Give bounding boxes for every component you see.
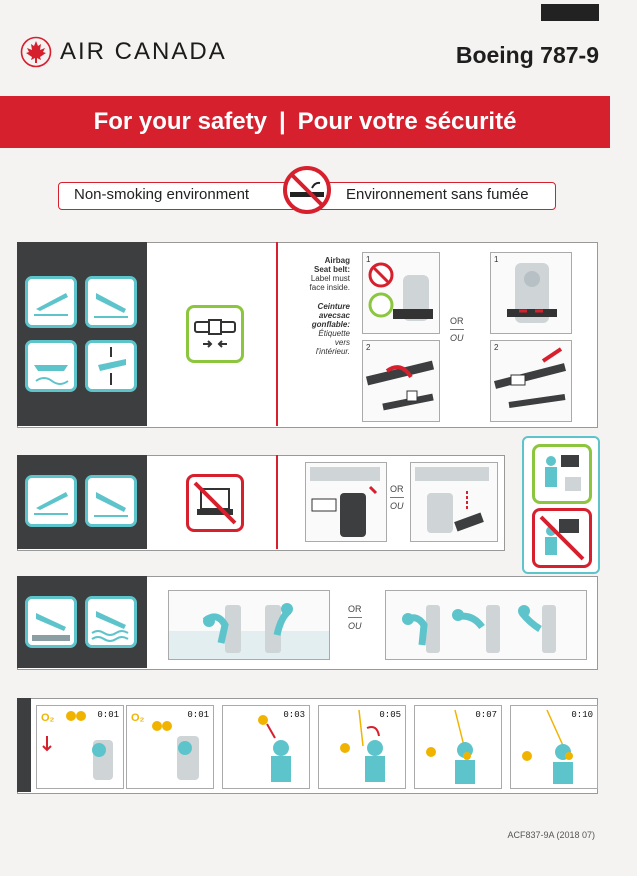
brace-position-illustration-2	[385, 590, 587, 660]
oxygen-frame-1: O₂ 0:01	[36, 705, 124, 789]
divider-line	[276, 242, 278, 426]
divider-line	[276, 455, 278, 549]
taxi-phase-panel	[17, 455, 147, 549]
airbag-text: gonflable:	[311, 320, 350, 329]
document-code: ACF837-9A (2018 07)	[507, 830, 595, 840]
brace-position-illustration-1	[168, 590, 330, 660]
no-smoking-en: Non-smoking environment	[74, 186, 250, 203]
banner-divider: |	[278, 108, 286, 135]
airbag-text: vers	[334, 338, 350, 347]
time-stamp: 0:01	[187, 710, 209, 720]
banner-title-fr: Pour votre sécurité	[297, 108, 517, 135]
airbag-text: Seat belt:	[313, 265, 350, 274]
cruise-icon	[25, 340, 77, 392]
landing-icon	[85, 276, 137, 328]
prohibited-device-icon	[532, 508, 592, 568]
no-smoking-icon	[283, 166, 331, 214]
oxygen-frame-5: 0:07	[414, 705, 502, 789]
flight-phase-panel	[17, 242, 147, 426]
or-separator: OR OU	[450, 316, 464, 343]
brand: AIR CANADA	[20, 36, 227, 68]
standard-belt-step-1: 1	[490, 252, 572, 334]
airbag-text: Étiquette	[318, 329, 350, 338]
no-smoking-fr: Environnement sans fumée	[346, 186, 529, 203]
or-separator: OR OU	[390, 484, 404, 511]
aircraft-model: Boeing 787-9	[455, 42, 599, 68]
airbag-text: Ceinture	[317, 302, 350, 311]
overhead-stow-illustration	[305, 462, 387, 542]
airbag-step-2-illustration: 2	[362, 340, 440, 422]
time-stamp: 0:01	[97, 710, 119, 720]
or-text-fr: OU	[348, 621, 362, 631]
o2-label: O₂	[131, 712, 145, 724]
oxygen-side-bar	[17, 698, 31, 792]
airbag-label-en: Airbag Seat belt: Label must face inside…	[300, 256, 350, 292]
airbag-text: Airbag	[324, 256, 350, 265]
airbag-label-fr: Ceinture avecsac gonflable: Étiquette ve…	[300, 302, 350, 356]
oxygen-frame-6: 0:10	[510, 705, 598, 789]
oxygen-frame-2: O₂ 0:01	[126, 705, 214, 789]
safety-banner: For your safety | Pour votre sécurité	[0, 96, 610, 148]
or-rule	[450, 329, 464, 330]
emergency-phase-panel	[17, 576, 147, 668]
step-number: 1	[494, 255, 499, 264]
landing-icon	[85, 475, 137, 527]
airbag-text: face inside.	[309, 283, 350, 292]
corner-tab	[541, 4, 599, 21]
or-text-fr: OU	[390, 501, 404, 511]
under-seat-stow-illustration	[410, 462, 498, 542]
airbag-text: l'intérieur.	[315, 347, 350, 356]
no-laptop-icon	[186, 474, 244, 532]
takeoff-icon	[25, 475, 77, 527]
takeoff-icon	[25, 276, 77, 328]
o2-label: O₂	[41, 712, 55, 724]
airbag-step-1-illustration: 1	[362, 252, 440, 334]
time-stamp: 0:10	[571, 710, 593, 720]
time-stamp: 0:07	[475, 710, 497, 720]
or-text-en: OR	[348, 604, 362, 614]
or-text-fr: OU	[450, 333, 464, 343]
time-stamp: 0:03	[283, 710, 305, 720]
allowed-device-icon	[532, 444, 592, 504]
or-text-en: OR	[390, 484, 404, 494]
maple-leaf-icon	[20, 36, 52, 68]
or-text-en: OR	[450, 316, 464, 326]
time-stamp: 0:05	[379, 710, 401, 720]
turbulence-icon	[85, 340, 137, 392]
water-emergency-icon	[85, 596, 137, 648]
oxygen-frame-4: 0:05	[318, 705, 406, 789]
oxygen-frame-3: 0:03	[222, 705, 310, 789]
banner-title-en: For your safety	[93, 108, 267, 135]
or-rule	[348, 617, 362, 618]
seatbelt-sign-icon	[186, 305, 244, 363]
step-number: 2	[494, 343, 499, 352]
device-usage-panel	[522, 436, 600, 574]
brand-name: AIR CANADA	[60, 38, 227, 65]
or-rule	[390, 497, 404, 498]
airbag-text: Label must	[310, 274, 350, 283]
airbag-text: avecsac	[318, 311, 350, 320]
or-separator: OR OU	[348, 604, 362, 631]
step-number: 2	[366, 343, 371, 352]
standard-belt-step-2: 2	[490, 340, 572, 422]
step-number: 1	[366, 255, 371, 264]
land-emergency-icon	[25, 596, 77, 648]
